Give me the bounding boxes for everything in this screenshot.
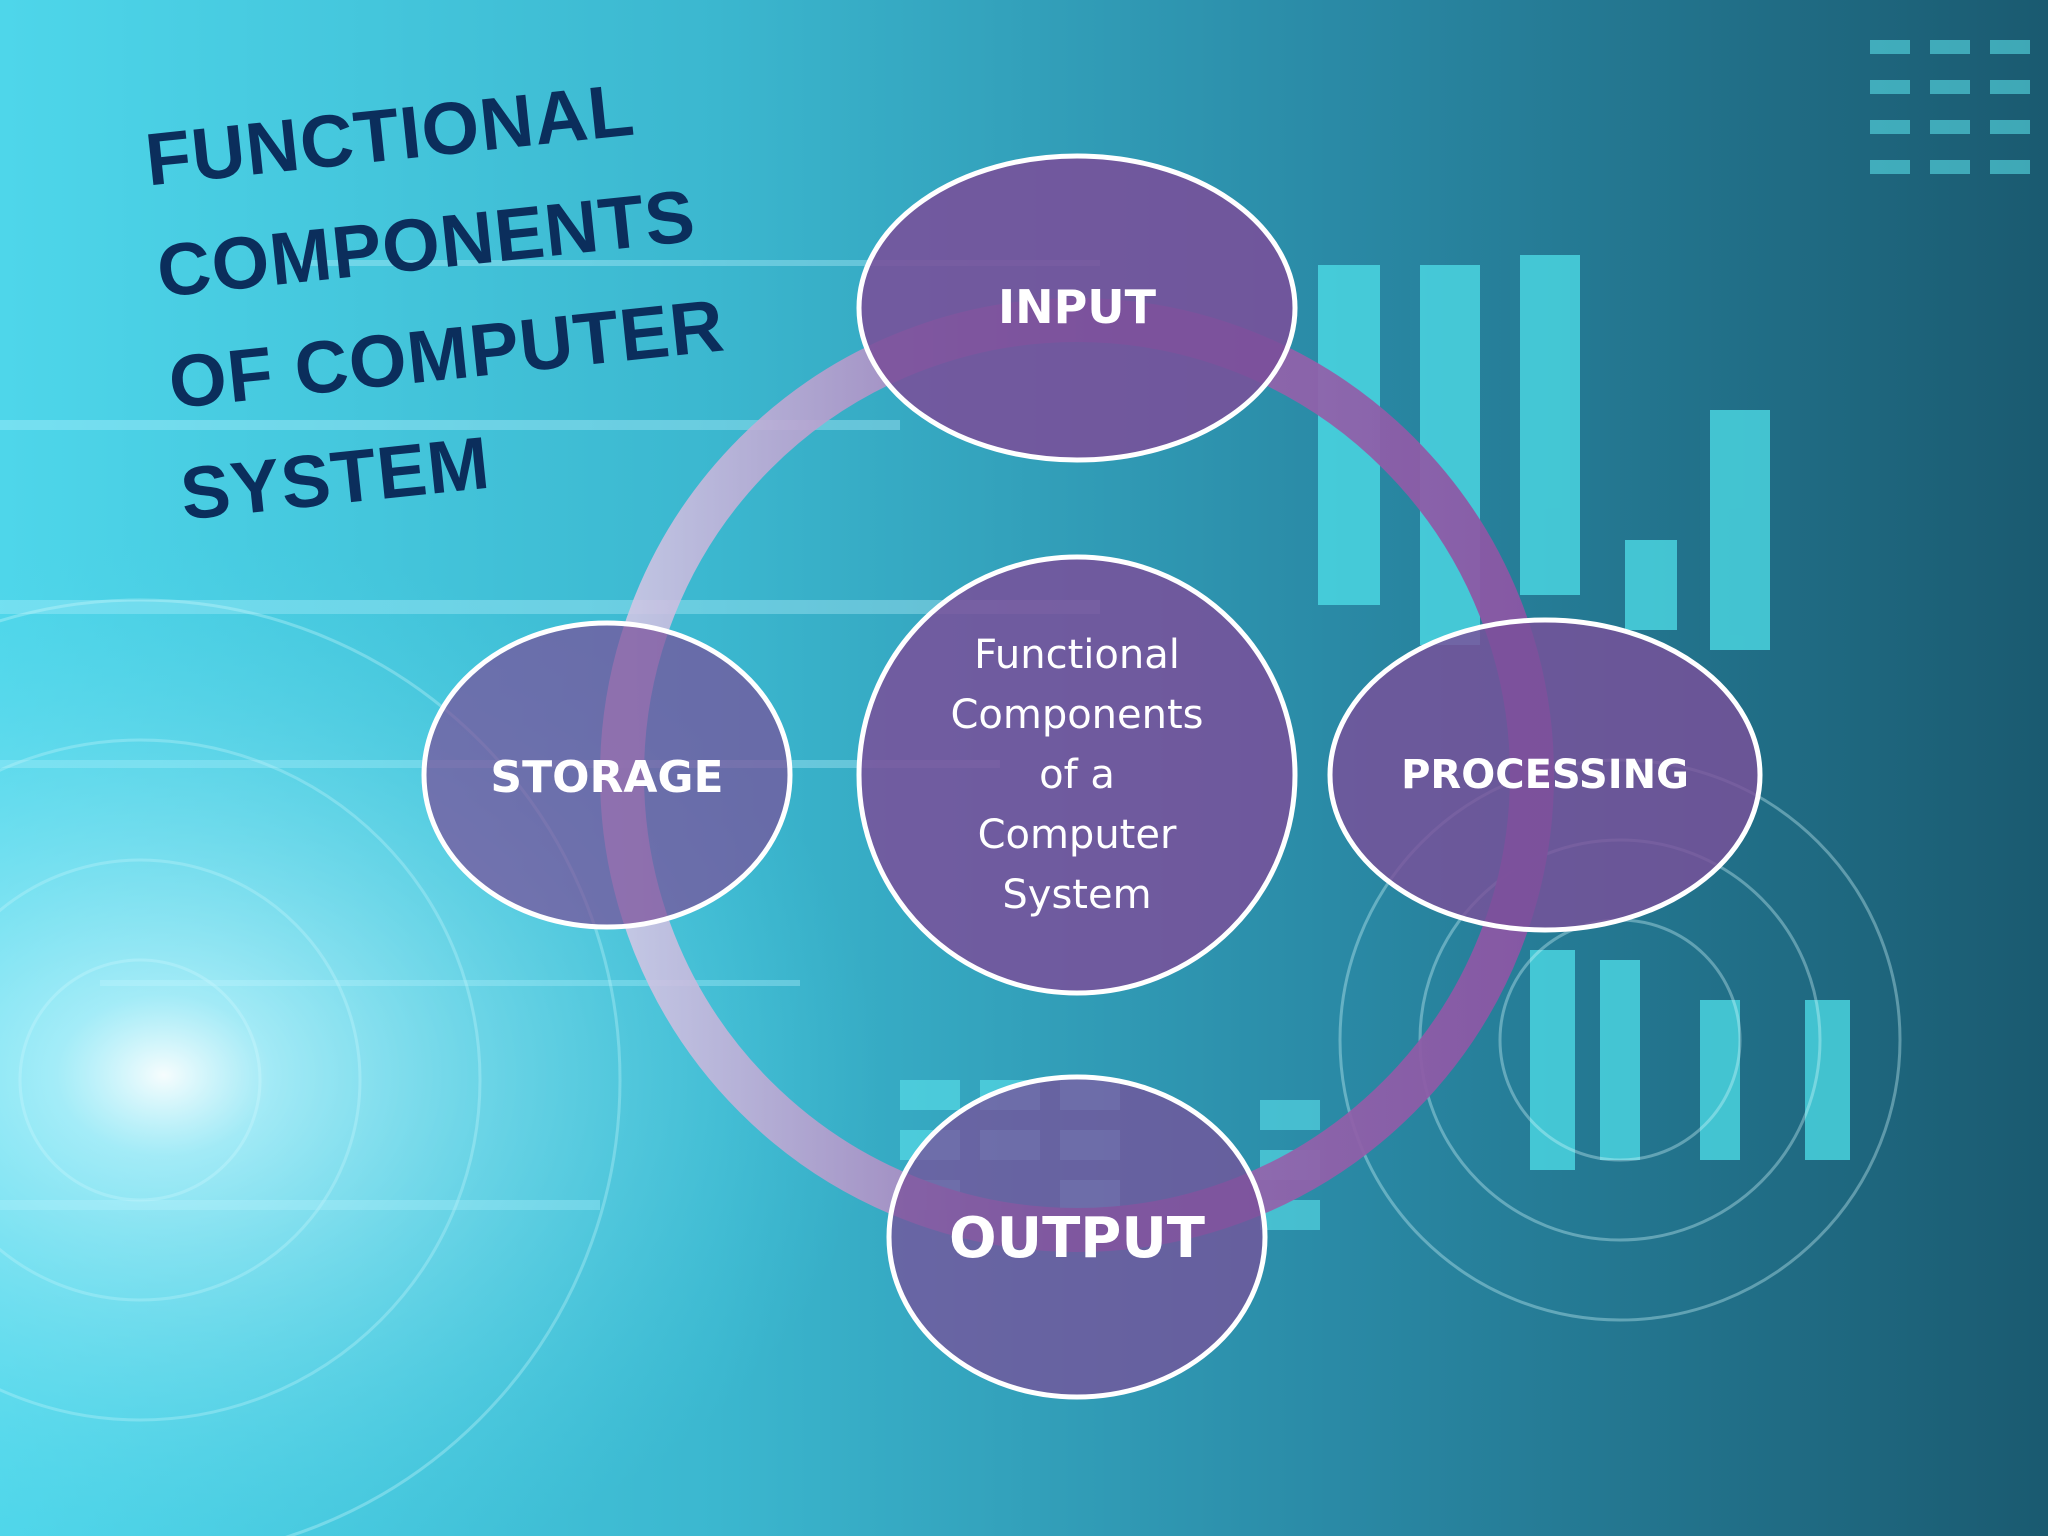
node-output xyxy=(886,1074,1268,1400)
page-title: FUNCTIONAL COMPONENTS OF COMPUTER SYSTEM xyxy=(140,47,742,551)
center-line-3: of a xyxy=(1039,752,1115,798)
center-line-4: Computer xyxy=(977,812,1177,858)
center-line-1: Functional xyxy=(974,632,1180,678)
label-storage: STORAGE xyxy=(490,752,724,803)
center-line-5: System xyxy=(1002,872,1152,918)
label-output: OUTPUT xyxy=(949,1206,1205,1271)
node-storage xyxy=(421,620,793,930)
center-label: Functional Components of a Computer Syst… xyxy=(877,625,1277,925)
label-processing: PROCESSING xyxy=(1401,752,1689,798)
node-processing xyxy=(1327,617,1763,933)
node-input xyxy=(856,153,1298,463)
center-line-2: Components xyxy=(950,692,1204,738)
node-center xyxy=(856,554,1298,996)
label-input: INPUT xyxy=(997,280,1157,334)
